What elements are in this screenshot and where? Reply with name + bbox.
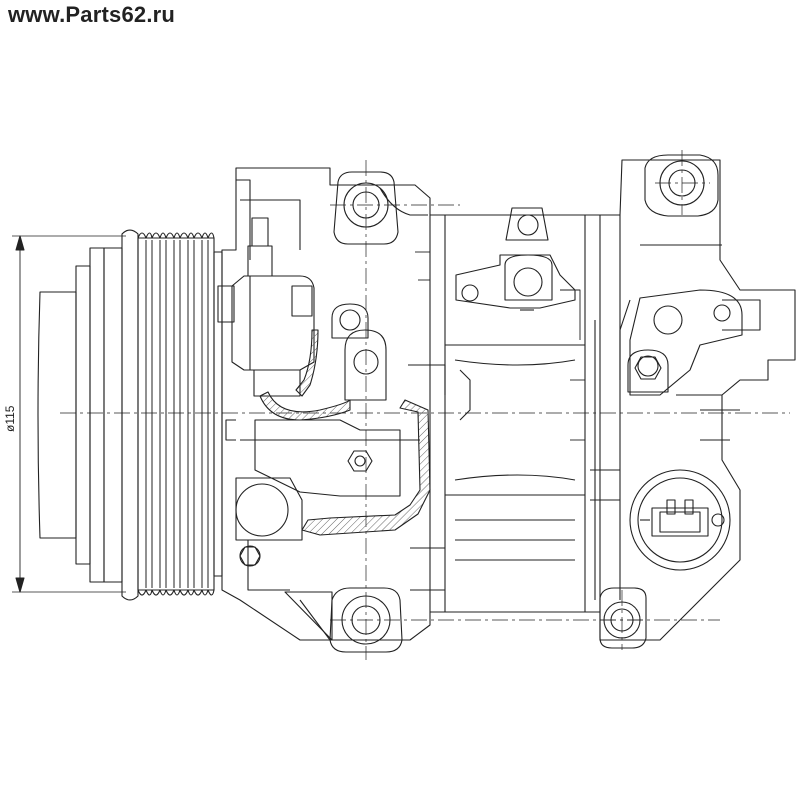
clutch-pulley <box>37 229 223 601</box>
center-lines <box>60 150 790 660</box>
diameter-dimension: ø115 <box>3 235 126 593</box>
top-mounting-boss <box>333 171 399 245</box>
pressure-switch <box>619 289 743 396</box>
front-housing <box>221 167 431 641</box>
upper-bolt <box>331 303 369 339</box>
housing-details <box>415 251 740 501</box>
rear-bottom-mount <box>599 587 647 649</box>
top-port <box>455 207 576 311</box>
cylinder-body <box>408 214 600 613</box>
lower-left-valve <box>235 477 303 567</box>
control-valve-connector <box>629 469 731 571</box>
bottom-mounting-boss <box>284 587 403 653</box>
rear-top-mount <box>644 154 719 217</box>
diameter-label: ø115 <box>3 405 17 432</box>
site-watermark: www.Parts62.ru <box>8 2 176 27</box>
electrical-connector <box>217 217 315 397</box>
rear-housing <box>594 159 796 641</box>
